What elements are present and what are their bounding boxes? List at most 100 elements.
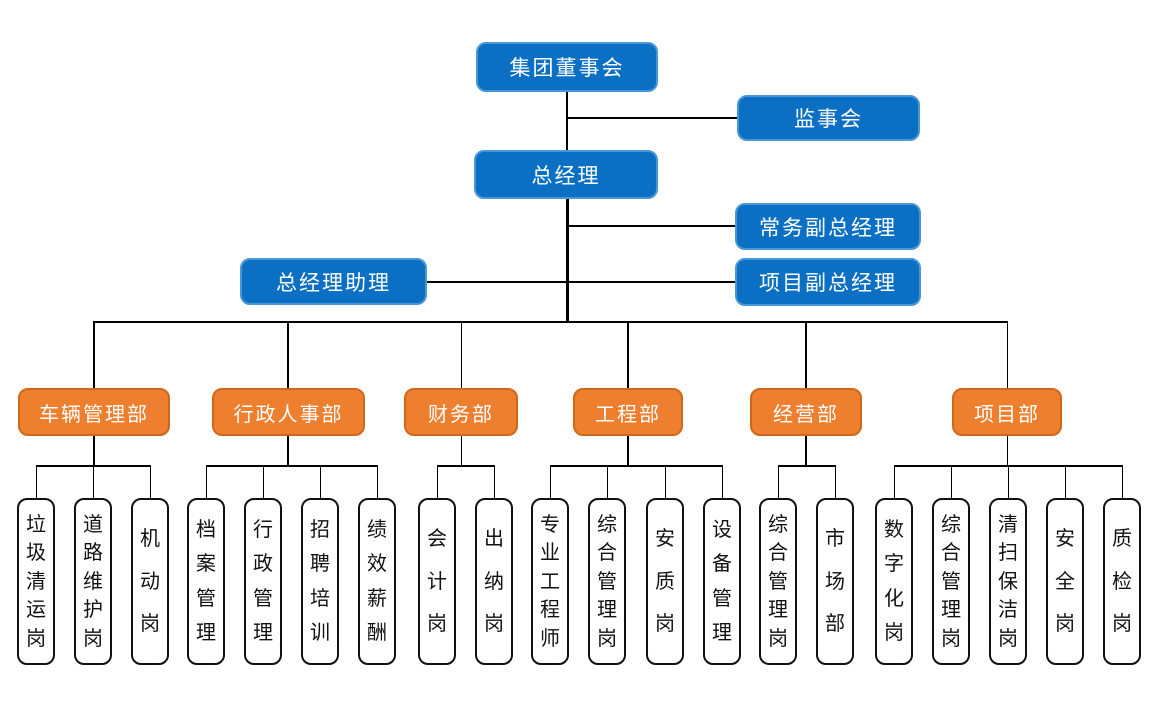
node-pos-road-maintenance: 道路维护岗 [74,498,112,665]
position-label-char: 圾 [26,542,46,564]
connector-line [460,436,462,466]
position-label-char: 岗 [941,627,961,650]
position-label-char: 备 [712,553,732,576]
position-label-char: 道 [83,513,103,536]
connector-line [1121,466,1123,498]
position-label-char: 管 [597,570,617,593]
connector-line [149,466,151,498]
node-pos-quality-inspection: 质检岗 [1103,498,1141,665]
connector-line [805,322,807,388]
node-project-dept: 项目部 [952,388,1062,436]
node-executive-deputy-gm: 常务副总经理 [735,203,921,250]
position-label-char: 运 [26,599,46,621]
position-label-char: 专 [540,513,560,536]
position-label-char: 档 [196,519,216,542]
connector-line [460,322,462,388]
connector-line [664,466,666,498]
position-label-char: 岗 [427,613,447,636]
node-pos-general-management-ops: 综合管理岗 [759,498,797,665]
node-pos-recruitment-training: 招聘培训 [301,498,339,665]
position-label-char: 出 [484,527,504,550]
position-label-char: 会 [427,527,447,550]
node-pos-safety: 安全岗 [1046,498,1084,665]
connector-line [627,436,629,466]
node-engineering-dept: 工程部 [573,388,683,436]
position-label-char: 合 [768,542,788,564]
connector-line [950,466,952,498]
connector-line [205,466,207,498]
position-label-char: 理 [597,599,617,621]
connector-line [777,465,836,467]
node-pos-administration: 行政管理 [244,498,282,665]
position-label-char: 薪 [367,587,387,610]
position-label-char: 纳 [484,570,504,593]
connector-line [627,322,629,388]
position-label-char: 效 [367,553,387,576]
position-label-char: 保 [998,570,1018,593]
connector-line [1006,436,1008,466]
position-label-char: 岗 [26,627,46,650]
connector-line [566,92,568,151]
node-admin-hr-dept: 行政人事部 [212,388,365,436]
connector-line [777,466,779,498]
connector-line [893,465,1123,467]
position-label-char: 程 [540,599,560,621]
node-pos-professional-engineer: 专业工程师 [531,498,569,665]
node-group-board: 集团董事会 [476,42,658,92]
position-label-char: 市 [825,527,845,550]
position-label-char: 扫 [998,542,1018,564]
connector-line [436,466,438,498]
position-label-char: 路 [83,542,103,564]
position-label-char: 招 [310,519,330,542]
position-label-char: 管 [768,570,788,593]
connector-line [606,466,608,498]
position-label-char: 管 [196,587,216,610]
node-finance-dept: 财务部 [404,388,518,436]
position-label-char: 安 [1055,527,1075,550]
node-project-deputy-gm: 项目副总经理 [735,258,921,306]
position-label-char: 训 [310,621,330,644]
connector-line [566,117,737,119]
connector-line [834,466,836,498]
position-label-char: 师 [540,627,560,650]
connector-line [565,199,569,322]
node-pos-mobile: 机动岗 [131,498,169,665]
connector-line [436,465,495,467]
node-pos-equipment-management: 设备管理 [703,498,741,665]
position-label-char: 维 [83,570,103,593]
node-gm-assistant: 总经理助理 [240,258,427,305]
position-label-char: 部 [825,613,845,636]
connector-line [35,466,37,498]
position-label-char: 岗 [1112,613,1132,636]
connector-line [549,466,551,498]
position-label-char: 场 [825,570,845,593]
position-label-char: 管 [253,587,273,610]
position-label-char: 行 [253,519,273,542]
position-label-char: 案 [196,553,216,576]
position-label-char: 化 [884,587,904,610]
position-label-char: 聘 [310,553,330,576]
position-label-char: 动 [140,570,160,593]
position-label-char: 岗 [655,613,675,636]
connector-line [376,466,378,498]
position-label-char: 设 [712,519,732,542]
position-label-char: 垃 [26,513,46,536]
connector-line [93,320,1008,323]
position-label-char: 理 [253,621,273,644]
position-label-char: 护 [83,599,103,621]
node-pos-garbage-removal: 垃圾清运岗 [17,498,55,665]
node-pos-safety-quality: 安质岗 [646,498,684,665]
position-label-char: 清 [998,513,1018,536]
connector-line [893,466,895,498]
position-label-char: 培 [310,587,330,610]
connector-line [92,466,94,498]
position-label-char: 字 [884,553,904,576]
node-pos-cashier: 出纳岗 [475,498,513,665]
position-label-char: 理 [196,621,216,644]
connector-line [205,465,378,467]
node-general-manager: 总经理 [474,150,658,199]
node-pos-general-management-eng: 综合管理岗 [588,498,626,665]
connector-line [287,436,289,466]
connector-line [93,322,95,388]
